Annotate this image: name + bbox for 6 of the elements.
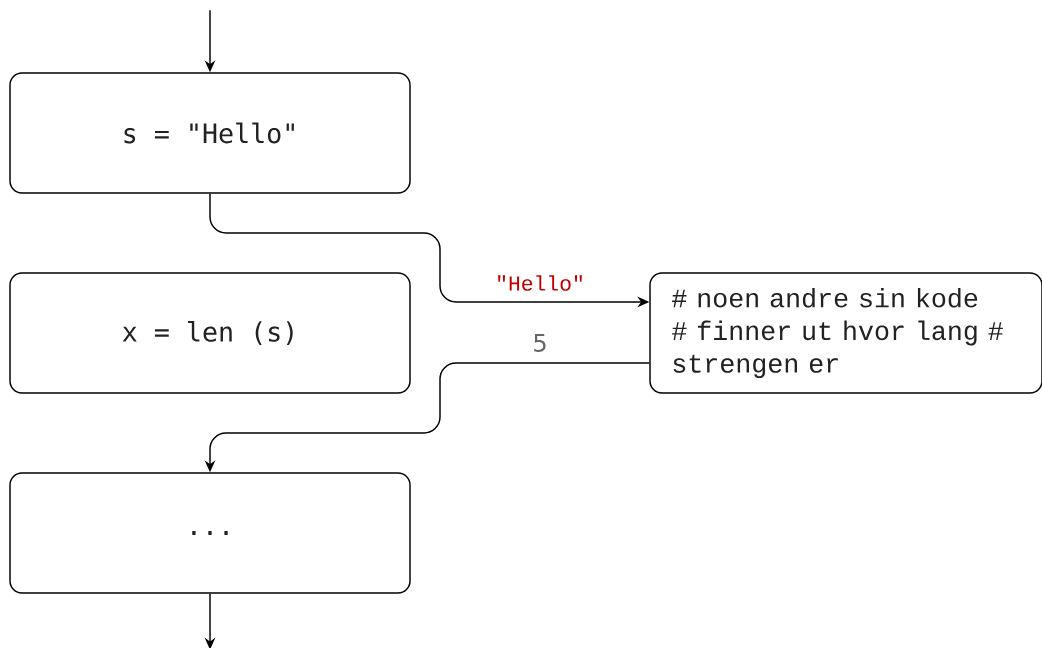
code-box: ... [9, 472, 411, 594]
code-box: s = "Hello" [9, 72, 411, 194]
edge-label: "Hello" [493, 273, 587, 293]
code-box: x = len (s) [9, 272, 411, 394]
code-box: # noen andre sin kode # finner ut hvor lang # strengen er [649, 272, 1042, 394]
edge-label: 5 [531, 332, 549, 354]
